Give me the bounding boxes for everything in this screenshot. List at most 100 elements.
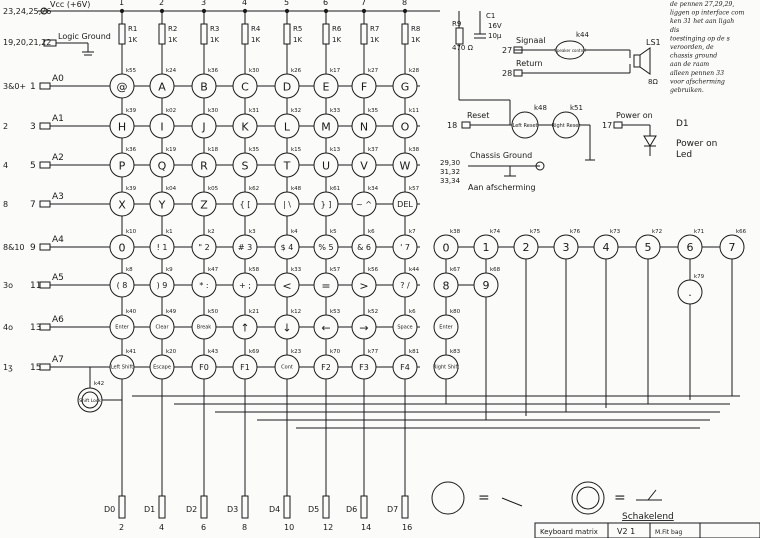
key-label: → [359, 322, 368, 335]
key-ref: k74 [490, 229, 501, 235]
key-label: 1 [483, 241, 490, 254]
key-ref: k73 [610, 229, 621, 235]
right-reset-k: k51 [570, 104, 583, 112]
key-ref: k30 [208, 108, 219, 114]
top-right-note: de pennen 27,29,29,liggen op interface c… [670, 1, 744, 94]
r9-resistor [455, 27, 464, 45]
key-label: G [401, 81, 410, 94]
data-connector [241, 495, 249, 519]
key-label: = [321, 280, 330, 293]
power-on-label: Power on [616, 111, 653, 120]
key-label: Q [158, 160, 167, 173]
row-left-label: 1ʒ [3, 363, 13, 372]
speaker-return-label: Return [516, 59, 543, 68]
key-label: F1 [240, 363, 250, 372]
key-label: 7 [729, 241, 736, 254]
key-ref: k40 [126, 309, 137, 315]
data-connector [283, 495, 291, 519]
top-number-5: 5 [284, 0, 289, 7]
legend-switch-2b [647, 489, 657, 501]
key-ref: k69 [249, 349, 260, 355]
key-label: E [323, 81, 330, 94]
key-label: $ 4 [281, 243, 294, 252]
note-line: dis [670, 27, 679, 34]
key-ref: k5 [330, 229, 337, 235]
key-ref: k67 [450, 267, 461, 273]
resistor-name: R3 [210, 25, 219, 33]
data-pin: 16 [402, 523, 412, 532]
key-label: M [321, 121, 331, 134]
resistor-body [322, 23, 330, 45]
row-connector [39, 122, 51, 130]
key-ref: k47 [208, 267, 219, 273]
note-line: toestinging op de s [670, 35, 730, 42]
row-connector [39, 161, 51, 169]
data-pin: 10 [284, 523, 294, 532]
junction-dot [323, 8, 329, 14]
key-ref: k9 [166, 267, 173, 273]
row-left-label: 3o [3, 281, 13, 290]
key-ref: k21 [249, 309, 259, 315]
key-ref: k38 [450, 229, 461, 235]
data-label: D1 [144, 505, 155, 514]
key-label: T [283, 160, 291, 173]
key-ref: k17 [330, 68, 341, 74]
resistor-name: R5 [293, 25, 302, 33]
row-pin: 7 [30, 200, 36, 210]
row-connector [39, 243, 51, 251]
title-author: M.Fit bag [655, 529, 683, 536]
key-ref: k83 [450, 349, 461, 355]
key-label: R [200, 160, 208, 173]
key-ref: k76 [570, 229, 581, 235]
key-label: P [119, 160, 126, 173]
row-label: A2 [52, 153, 64, 163]
row-pin: 1 [30, 82, 36, 92]
key-shift-lock-inner [81, 391, 99, 409]
led-text-2: Led [676, 150, 692, 160]
note-line: liggen op interface com [670, 10, 744, 17]
data-connector [200, 495, 208, 519]
top-number-7: 7 [361, 0, 366, 7]
row-label: A4 [52, 235, 64, 245]
key-label: ? / [400, 281, 410, 290]
key-label: N [360, 121, 368, 134]
resistor-body [401, 23, 409, 45]
row-left-label: 4o [3, 323, 13, 332]
data-connector [401, 495, 409, 519]
row-connector [39, 281, 51, 289]
row-pin: 3 [30, 122, 36, 132]
data-label: D3 [227, 505, 238, 514]
key-ref: k10 [126, 229, 137, 235]
left-reset-text: Left Reset [513, 123, 538, 129]
c1-name: C1 [486, 12, 495, 20]
key-ref: k38 [409, 147, 420, 153]
key-ref: k77 [368, 349, 379, 355]
key-label: Right Shift [433, 365, 459, 371]
key-ref: k37 [368, 147, 379, 153]
key-label: 0 [119, 242, 126, 255]
data-pin: 4 [159, 523, 164, 532]
resistor-body [241, 23, 249, 45]
key-ref: k52 [368, 309, 378, 315]
resistor-value: 1K [210, 36, 219, 44]
key-label: Clear [155, 325, 169, 331]
data-label: D0 [104, 505, 115, 514]
speaker-body [633, 54, 641, 68]
key-ref: k27 [368, 68, 379, 74]
key-label: Shift Lock [79, 398, 101, 404]
key-ref: k23 [291, 349, 302, 355]
resistor-name: R6 [332, 25, 342, 33]
key-ref: k11 [409, 108, 419, 114]
row-pin: 9 [30, 243, 36, 253]
resistor-body [118, 23, 126, 45]
junction-dot [361, 8, 367, 14]
key-label: H [118, 121, 126, 134]
data-pin: 14 [361, 523, 371, 532]
resistor-value: 1K [168, 36, 177, 44]
junction-dot [119, 8, 125, 14]
key-label: Left Shift [111, 365, 133, 371]
resistor-name: R4 [251, 25, 261, 33]
row-pin: 5 [30, 161, 36, 171]
data-label: D6 [346, 505, 357, 514]
